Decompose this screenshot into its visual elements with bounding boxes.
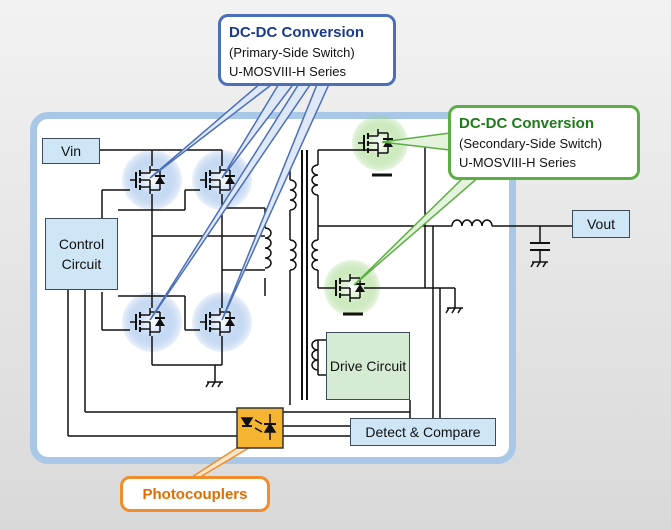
secondary-callout-title: DC-DC Conversion [459, 115, 595, 132]
primary-callout-title: DC-DC Conversion [229, 24, 365, 41]
drive-circuit-box: Drive Circuit [326, 332, 410, 400]
primary-glow-4 [192, 292, 252, 352]
primary-callout-series: U-MOSVIII-H Series [229, 64, 347, 79]
photocoupler-icon [236, 407, 284, 449]
primary-callout-sub: (Primary-Side Switch) [229, 45, 355, 60]
secondary-callout-sub: (Secondary-Side Switch) [459, 136, 603, 151]
secondary-callout: DC-DC Conversion (Secondary-Side Switch)… [448, 105, 640, 180]
vout-label: Vout [572, 210, 630, 238]
vin-label: Vin [42, 138, 100, 164]
control-circuit-box: Control Circuit [45, 218, 118, 290]
primary-pointer [221, 81, 297, 179]
ground-icon [205, 381, 223, 388]
ground-icon [445, 307, 463, 314]
secondary-pointer [353, 175, 483, 286]
control-circuit-label: Control Circuit [58, 236, 105, 272]
detect-compare-box: Detect & Compare [350, 418, 496, 446]
drive-circuit-label: Drive Circuit [329, 358, 407, 374]
photocoupler-callout: Photocouplers [120, 476, 270, 512]
primary-pointer [149, 81, 314, 321]
secondary-glow-1 [352, 115, 408, 171]
secondary-callout-series: U-MOSVIII-H Series [459, 155, 577, 170]
primary-callout: DC-DC Conversion (Primary-Side Switch) U… [218, 14, 396, 86]
primary-glow-3 [122, 292, 182, 352]
ground-icon [530, 261, 548, 268]
primary-glow-2 [192, 150, 252, 210]
